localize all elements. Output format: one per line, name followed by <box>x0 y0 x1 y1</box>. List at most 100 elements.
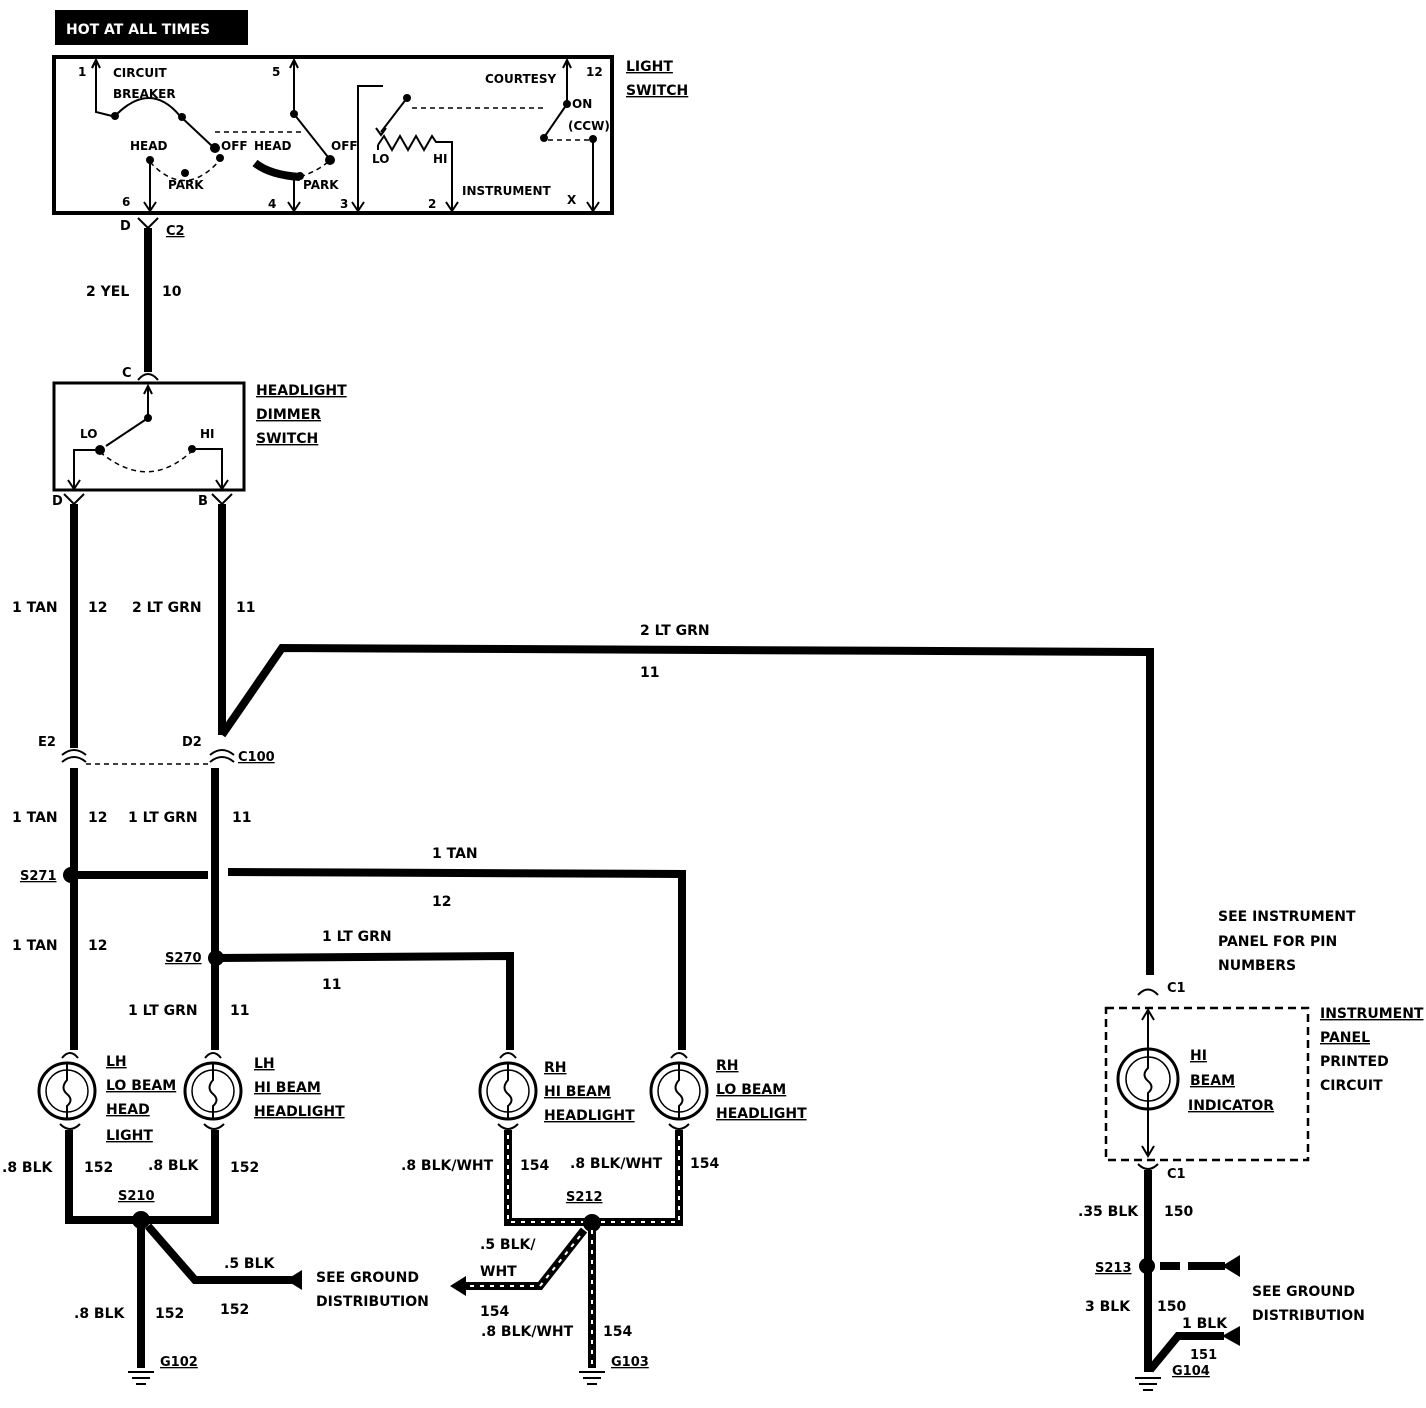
connector-c1-bottom: C1 <box>1167 1167 1186 1182</box>
dimmer-lo-label: LO <box>80 427 97 441</box>
rh-lo-label-1: RH <box>716 1058 739 1074</box>
wire-152d-number: 152 <box>155 1306 184 1322</box>
wire-152a-number: 152 <box>84 1160 113 1176</box>
connector-b-dimmer: B <box>198 494 208 509</box>
head-a-label: HEAD <box>130 139 168 153</box>
wire-12d-number: 12 <box>88 938 107 954</box>
lh-lo-beam-headlight: LH LO BEAM HEAD LIGHT <box>37 1052 176 1144</box>
courtesy-label: COURTESY <box>485 72 556 86</box>
ground-g103-icon <box>579 1371 605 1385</box>
connector-d-dimmer: D <box>52 494 63 509</box>
wire-10-color: 2 YEL <box>86 284 129 300</box>
connector-e2: E2 <box>38 735 56 750</box>
ip-title-1: INSTRUMENT <box>1320 1006 1424 1022</box>
rh-ground-circuit: S212 .8 BLK/WHT 154 .8 BLK/WHT 154 .5 BL… <box>401 1130 719 1385</box>
splice-s213-dot <box>1139 1258 1155 1274</box>
pin-x-label: X <box>567 193 577 207</box>
wire-11c-number: 11 <box>322 977 341 993</box>
wire-11top-number: 11 <box>640 665 659 681</box>
see-ground-b-1: SEE GROUND <box>1252 1284 1355 1300</box>
hi-label: HI <box>433 152 448 166</box>
dimmer-hi-label: HI <box>200 427 215 441</box>
lh-hi-label-2: HI BEAM <box>254 1080 321 1096</box>
wire-11top-color: 2 LT GRN <box>640 623 710 639</box>
ground-g102: G102 <box>160 1355 198 1370</box>
rh-hi-label-1: RH <box>544 1060 567 1076</box>
on-label: ON <box>572 97 592 111</box>
rh-lo-beam-headlight: RH LO BEAM HEADLIGHT <box>649 1052 807 1130</box>
ip-note-1: SEE INSTRUMENT <box>1218 909 1356 925</box>
ip-note-3: NUMBERS <box>1218 958 1296 974</box>
hot-at-all-times-banner: HOT AT ALL TIMES <box>55 10 248 45</box>
splice-s270: S270 <box>165 951 202 966</box>
dimmer-title-3: SWITCH <box>256 431 318 447</box>
lh-hi-beam-headlight: LH HI BEAM HEADLIGHT <box>183 1052 345 1130</box>
instrument-label: INSTRUMENT <box>462 184 552 198</box>
wire-150a-number: 150 <box>1164 1204 1193 1220</box>
wire-11c-color: 1 LT GRN <box>322 929 392 945</box>
wire-150b-number: 150 <box>1157 1299 1186 1315</box>
lh-ground-circuit: S210 .8 BLK 152 .8 BLK 152 .5 BLK 152 SE… <box>2 1130 429 1385</box>
wire-151-number: 151 <box>1190 1348 1217 1363</box>
connector-c1-top: C1 <box>1167 981 1186 996</box>
wire-11d-number: 11 <box>230 1003 249 1019</box>
lh-hi-label-1: LH <box>254 1056 275 1072</box>
pin-1-label: 1 <box>78 65 86 79</box>
ip-title-3: PRINTED <box>1320 1054 1389 1070</box>
wire-154c-color-2: WHT <box>480 1264 517 1280</box>
lt-grn-branch: S270 1 LT GRN 11 1 LT GRN 11 <box>128 929 514 1050</box>
pin-5-label: 5 <box>272 65 280 79</box>
pin-3-label: 3 <box>340 197 348 211</box>
ip-note-2: PANEL FOR PIN <box>1218 934 1337 950</box>
splice-s212: S212 <box>566 1190 603 1205</box>
splice-s271: S271 <box>20 869 57 884</box>
connector-d2: D2 <box>182 735 202 750</box>
off-a-label: OFF <box>221 139 248 153</box>
wire-154a-color: .8 BLK/WHT <box>401 1158 494 1174</box>
hot-at-all-times-label: HOT AT ALL TIMES <box>66 22 210 38</box>
wire-151-color: 1 BLK <box>1182 1316 1228 1332</box>
wire-154c-number: 154 <box>480 1304 509 1320</box>
head-b-label: HEAD <box>254 139 292 153</box>
splice-s210: S210 <box>118 1189 155 1204</box>
wires-to-c100: 1 TAN 12 2 LT GRN 11 2 LT GRN 11 E2 D2 C… <box>12 504 1154 1050</box>
lh-lo-label-2: LO BEAM <box>106 1078 176 1094</box>
wire-12a-number: 12 <box>88 600 107 616</box>
wire-154c-color-1: .5 BLK/ <box>480 1237 536 1253</box>
ip-title-2: PANEL <box>1320 1030 1370 1046</box>
hi-indicator-label-1: HI <box>1190 1048 1207 1064</box>
ground-g104-icon <box>1135 1377 1161 1391</box>
ip-title-4: CIRCUIT <box>1320 1078 1383 1094</box>
indicator-ground-circuit: S213 .35 BLK 150 3 BLK 150 1 BLK 151 SEE… <box>1078 1170 1365 1391</box>
wire-152b-number: 152 <box>230 1160 259 1176</box>
see-ground-a-2: DISTRIBUTION <box>316 1294 429 1310</box>
ccw-label: (CCW) <box>568 119 610 133</box>
wire-12a-color: 1 TAN <box>12 600 58 616</box>
park-a-label: PARK <box>168 178 204 192</box>
wire-11a-number: 11 <box>236 600 255 616</box>
wire-152c-color: .5 BLK <box>224 1256 276 1272</box>
pin-6-label: 6 <box>122 195 130 209</box>
wire-11b-number: 11 <box>232 810 251 826</box>
wire-11d-color: 1 LT GRN <box>128 1003 198 1019</box>
wire-154d-number: 154 <box>603 1324 632 1340</box>
connector-c2: C2 <box>166 224 185 239</box>
pin-4-label: 4 <box>268 197 276 211</box>
circuit-breaker-label-1: CIRCUIT <box>113 66 168 80</box>
wire-152d-color: .8 BLK <box>74 1306 126 1322</box>
wire-11a-color: 2 LT GRN <box>132 600 202 616</box>
pin-12-label: 12 <box>586 65 603 79</box>
wire-154a-number: 154 <box>520 1158 549 1174</box>
pin-2-label: 2 <box>428 197 436 211</box>
wire-152a-color: .8 BLK <box>2 1160 54 1176</box>
rh-hi-beam-headlight: RH HI BEAM HEADLIGHT <box>478 1052 635 1130</box>
connector-c100: C100 <box>238 750 275 765</box>
hi-indicator-label-2: BEAM <box>1190 1073 1235 1089</box>
splice-s213: S213 <box>1095 1261 1132 1276</box>
rh-lo-label-2: LO BEAM <box>716 1082 786 1098</box>
light-switch: LIGHT SWITCH 1 CIRCUIT BREAKER HEAD OFF … <box>52 55 688 215</box>
wire-152b-color: .8 BLK <box>148 1158 200 1174</box>
wire-152c-number: 152 <box>220 1302 249 1318</box>
light-switch-title-1: LIGHT <box>626 59 673 75</box>
